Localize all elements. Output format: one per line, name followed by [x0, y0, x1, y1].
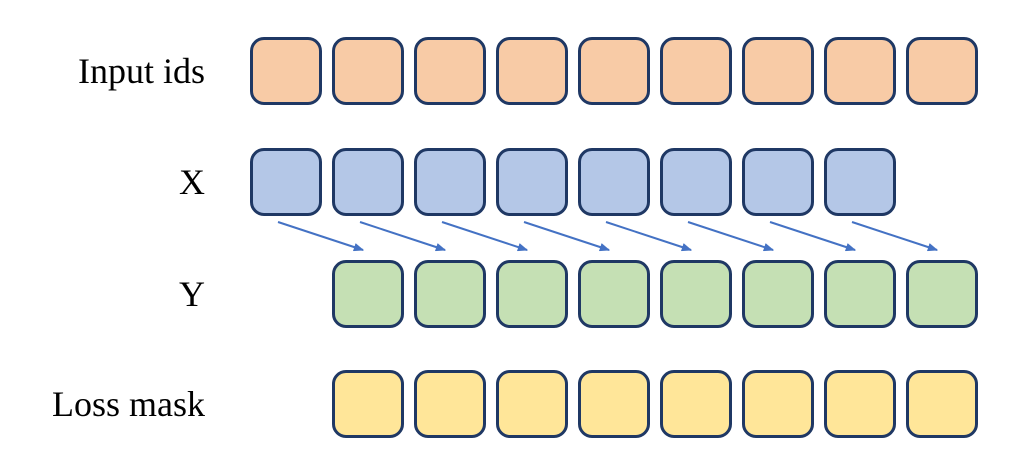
token-box	[906, 260, 978, 328]
token-box	[742, 370, 814, 438]
shift-arrow	[605, 221, 693, 252]
token-box	[496, 370, 568, 438]
token-row-input-ids	[250, 37, 978, 105]
token-box	[824, 37, 896, 105]
token-box	[578, 370, 650, 438]
token-box	[414, 370, 486, 438]
token-box	[578, 37, 650, 105]
token-box	[414, 260, 486, 328]
token-box	[578, 260, 650, 328]
token-row-loss-mask	[332, 370, 978, 438]
token-box	[824, 260, 896, 328]
shift-arrow	[523, 221, 611, 252]
token-box	[332, 37, 404, 105]
row-label-y: Y	[179, 274, 205, 314]
token-row-y	[332, 260, 978, 328]
row-label-loss-mask: Loss mask	[52, 384, 205, 424]
token-box	[742, 37, 814, 105]
token-box	[496, 148, 568, 216]
shift-arrow	[441, 221, 529, 252]
token-box	[250, 148, 322, 216]
row-label-x: X	[179, 162, 205, 202]
shift-arrow	[769, 221, 857, 252]
token-box	[660, 148, 732, 216]
token-box	[824, 148, 896, 216]
token-box	[414, 148, 486, 216]
token-box	[496, 37, 568, 105]
token-box	[332, 370, 404, 438]
token-box	[742, 148, 814, 216]
shift-arrow	[277, 221, 365, 252]
shift-arrow	[851, 221, 939, 252]
token-box	[742, 260, 814, 328]
token-box	[578, 148, 650, 216]
token-box	[906, 37, 978, 105]
token-box	[414, 37, 486, 105]
token-box	[660, 370, 732, 438]
token-box	[496, 260, 568, 328]
shift-arrow	[687, 221, 775, 252]
token-row-x	[250, 148, 896, 216]
shift-arrow	[359, 221, 447, 252]
token-box	[332, 260, 404, 328]
token-box	[660, 260, 732, 328]
token-box	[906, 370, 978, 438]
token-box	[250, 37, 322, 105]
row-label-input-ids: Input ids	[77, 51, 205, 91]
token-box	[332, 148, 404, 216]
token-box	[824, 370, 896, 438]
token-box	[660, 37, 732, 105]
